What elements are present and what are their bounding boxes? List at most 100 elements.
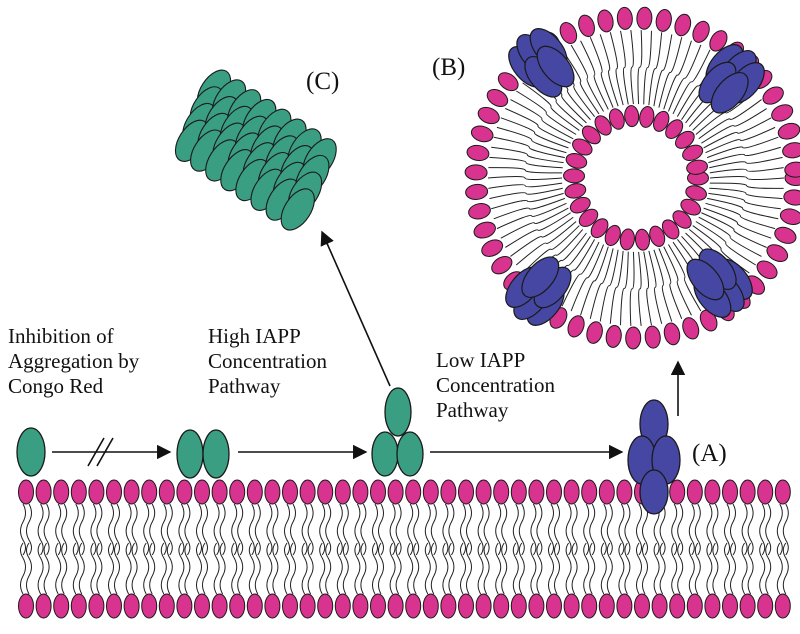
lipid-tail xyxy=(413,542,420,595)
lipid-tail xyxy=(114,503,120,556)
lipid-tail xyxy=(237,503,244,556)
headgroup xyxy=(528,593,545,619)
headgroup xyxy=(473,221,496,239)
lipid-tail xyxy=(516,90,577,135)
lipid-tail xyxy=(202,503,208,556)
lipid-tail xyxy=(570,44,604,112)
lipid-tail xyxy=(483,542,490,595)
iapp-trimer-unit xyxy=(396,431,424,477)
lipid-tail xyxy=(536,503,543,556)
lipid-tail xyxy=(658,37,683,108)
inhibition-line-2: Aggregation by xyxy=(8,349,140,373)
headgroup xyxy=(497,72,519,92)
lipid-tail xyxy=(653,542,660,595)
tag-a-label: (A) xyxy=(692,440,727,467)
lipid-tail xyxy=(712,542,719,595)
lipid-tail xyxy=(599,34,619,107)
headgroup xyxy=(370,593,386,619)
lipid-tail xyxy=(254,542,261,595)
lipid-tail xyxy=(589,37,614,108)
lipid-tail xyxy=(266,542,273,595)
headgroup xyxy=(590,218,609,239)
headgroup xyxy=(35,479,52,505)
iapp-trimer-unit xyxy=(384,387,412,437)
lipid-tail xyxy=(37,542,44,595)
lipid-tail xyxy=(489,187,563,200)
lipid-tail xyxy=(530,503,537,556)
lipid-tail xyxy=(548,542,554,595)
iapp-pore-cluster xyxy=(686,248,753,318)
lipid-tail xyxy=(703,117,772,149)
headgroup xyxy=(475,479,492,505)
headgroup xyxy=(586,321,603,344)
headgroup xyxy=(70,593,87,619)
lipid-tail xyxy=(413,503,420,556)
headgroup xyxy=(597,9,614,33)
headgroup xyxy=(334,593,351,619)
iapp-dimer-unit xyxy=(202,429,230,479)
lipid-vesicle xyxy=(464,6,800,350)
lipid-tail xyxy=(342,503,349,556)
lipid-tail xyxy=(618,503,625,556)
headgroup xyxy=(546,593,562,619)
lipid-tail xyxy=(237,542,244,595)
lipid-tail xyxy=(378,542,384,595)
headgroup xyxy=(229,479,246,505)
headgroup xyxy=(559,22,578,44)
lipid-tail xyxy=(741,503,748,556)
lipid-tail xyxy=(510,216,574,257)
headgroup xyxy=(625,326,642,350)
lipid-tail xyxy=(389,542,396,595)
lipid-tail xyxy=(709,176,785,180)
headgroup xyxy=(18,479,34,505)
headgroup xyxy=(18,593,34,619)
headgroup xyxy=(634,228,651,251)
headgroup xyxy=(211,593,228,619)
lipid-tail xyxy=(620,30,629,105)
lipid-tail xyxy=(488,167,563,174)
headgroup xyxy=(756,260,778,280)
headgroup xyxy=(757,593,774,619)
headgroup xyxy=(465,183,489,200)
lipid-tail xyxy=(248,503,255,556)
headgroup xyxy=(334,479,351,505)
lipid-tail xyxy=(671,503,678,556)
lipid-tail xyxy=(493,136,565,159)
headgroup xyxy=(669,479,686,505)
pathway-arrows xyxy=(52,230,686,467)
lipid-tail xyxy=(178,542,185,595)
lipid-tail xyxy=(708,192,781,210)
lipid-tail xyxy=(442,503,449,556)
lipid-tail xyxy=(643,251,652,326)
headgroup xyxy=(211,479,228,505)
amyloid-fibril xyxy=(174,69,337,231)
headgroup xyxy=(481,239,504,257)
headgroup xyxy=(194,593,210,619)
lipid-tail xyxy=(606,542,613,595)
lipid-tail xyxy=(90,542,97,595)
lipid-tail xyxy=(496,126,567,154)
headgroup xyxy=(123,593,140,619)
inhibition-line-3: Congo Red xyxy=(8,374,104,398)
headgroup xyxy=(264,593,281,619)
lipid-tail xyxy=(96,503,103,556)
iapp-monomer xyxy=(16,427,46,477)
lipid-tail xyxy=(96,542,103,595)
lipid-tail xyxy=(407,542,414,595)
lipid-tail xyxy=(653,34,673,107)
lipid-tail xyxy=(20,503,26,556)
lipid-tail xyxy=(706,542,713,595)
lipid-tail xyxy=(583,503,590,556)
lipid-tail xyxy=(483,503,490,556)
lipid-tail xyxy=(307,503,314,556)
lipid-tail xyxy=(659,503,666,556)
lipid-tail xyxy=(648,32,663,106)
headgroup xyxy=(370,479,386,505)
lipid-tail xyxy=(554,542,560,595)
lipid-tail xyxy=(372,503,378,556)
headgroup xyxy=(88,593,105,619)
lipid-tail xyxy=(530,542,537,595)
headgroup xyxy=(782,142,800,159)
lipid-tail xyxy=(160,542,167,595)
